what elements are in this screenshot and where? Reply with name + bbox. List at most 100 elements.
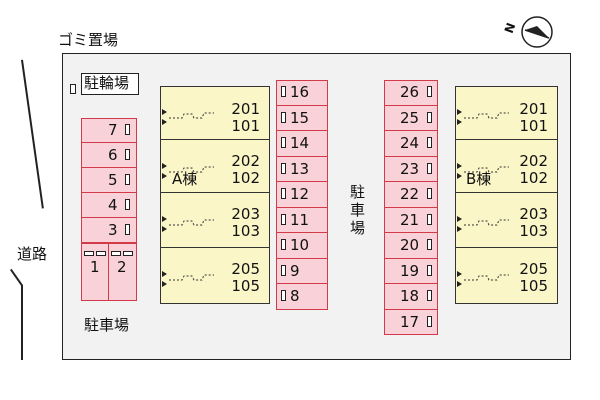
bicycle-parking-label: 駐輪場 — [84, 74, 130, 92]
north-arrow-icon — [505, 14, 555, 50]
building-a-label: A棟 — [172, 170, 198, 188]
unit-number-upper: 205 — [231, 260, 260, 278]
parking-space-13: 13 — [276, 157, 328, 183]
parking-space-number: 10 — [290, 236, 310, 255]
parking-center-char-2: 車 — [350, 201, 366, 219]
unit-number-lower: 103 — [231, 222, 260, 240]
parking-space-21: 21 — [384, 208, 438, 233]
parking-left-divider — [81, 243, 137, 244]
wheel-stop-icon — [281, 290, 286, 302]
unit-number-upper: 203 — [519, 205, 548, 223]
parking-space-4: 4 — [81, 193, 137, 218]
parking-space-number: 26 — [400, 83, 420, 101]
wheel-stop-icon — [427, 111, 432, 123]
bicycle-parking — [81, 73, 139, 95]
space-2-stop2-icon — [123, 251, 133, 256]
parking-center-char-3: 場 — [350, 219, 366, 237]
wheel-stop-icon — [427, 137, 432, 148]
wheel-stop-icon — [427, 86, 432, 97]
parking-space-15: 15 — [276, 106, 328, 132]
wheel-stop-icon — [427, 315, 432, 327]
parking-space-number: 16 — [290, 83, 310, 101]
entrance-icon — [457, 109, 509, 125]
road-line-top — [21, 59, 44, 209]
parking-left-vdivider — [108, 243, 109, 301]
parking-center-label: 駐 車 場 — [350, 185, 368, 236]
unit-number-upper: 205 — [519, 260, 548, 278]
entrance-icon — [162, 271, 214, 287]
parking-space-number: 20 — [400, 236, 420, 254]
parking-space-number: 7 — [108, 121, 118, 139]
parking-space-number: 22 — [400, 185, 420, 203]
parking-space-number: 12 — [290, 185, 310, 204]
entrance-icon — [162, 216, 214, 232]
wheel-stop-icon — [281, 239, 286, 251]
space-1-stop2-icon — [96, 251, 106, 256]
parking-space-19: 19 — [384, 259, 438, 284]
parking-space-number: 24 — [400, 134, 420, 152]
parking-space-2: 2 — [117, 258, 127, 276]
wheel-stop-icon — [427, 162, 432, 174]
wheel-stop-icon — [427, 213, 432, 225]
parking-space-7: 7 — [81, 118, 137, 143]
road-label: 道路 — [17, 245, 48, 263]
unit-number-lower: 105 — [231, 277, 260, 295]
wheel-stop-icon — [427, 239, 432, 250]
entrance-icon — [162, 109, 214, 125]
wheel-stop-icon — [427, 290, 432, 301]
parking-space-16: 16 — [276, 80, 328, 106]
road-line-kink — [10, 269, 23, 287]
parking-space-8: 8 — [276, 284, 328, 310]
building-a — [160, 86, 270, 304]
wheel-stop-icon — [125, 149, 130, 160]
unit-number-lower: 101 — [231, 117, 260, 135]
parking-space-20: 20 — [384, 233, 438, 259]
parking-space-17: 17 — [384, 310, 438, 336]
wheel-stop-icon — [125, 174, 130, 185]
parking-space-number: 23 — [400, 159, 420, 178]
parking-space-22: 22 — [384, 182, 438, 208]
parking-space-number: 21 — [400, 210, 420, 229]
unit-number-upper: 202 — [519, 152, 548, 170]
entrance-icon — [162, 163, 214, 179]
parking-space-1: 1 — [90, 258, 100, 276]
unit-number-upper: 201 — [519, 100, 548, 118]
parking-space-number: 15 — [290, 108, 310, 127]
parking-space-6: 6 — [81, 143, 137, 168]
unit-number-lower: 105 — [519, 277, 548, 295]
wheel-stop-icon — [427, 264, 432, 276]
parking-space-number: 4 — [108, 196, 118, 214]
building-b-label: B棟 — [466, 170, 492, 188]
parking-space-number: 25 — [400, 108, 420, 127]
parking-space-23: 23 — [384, 157, 438, 182]
parking-space-25: 25 — [384, 106, 438, 131]
parking-space-number: 14 — [290, 134, 310, 153]
entrance-icon — [457, 271, 509, 287]
wheel-stop-icon — [281, 86, 286, 97]
wheel-stop-icon — [281, 111, 286, 123]
wheel-stop-icon — [125, 224, 130, 235]
wheel-stop-icon — [281, 137, 286, 149]
garbage-label: ゴミ置場 — [58, 31, 119, 49]
wheel-stop-icon — [125, 124, 130, 135]
road-line-bottom — [21, 285, 23, 360]
space-2-stop-icon — [111, 251, 121, 256]
parking-space-26: 26 — [384, 80, 438, 106]
unit-number-lower: 101 — [519, 117, 548, 135]
parking-space-24: 24 — [384, 131, 438, 157]
wheel-stop-icon — [281, 188, 286, 200]
unit-number-upper: 202 — [231, 152, 260, 170]
parking-space-number: 19 — [400, 261, 420, 280]
parking-space-number: 18 — [400, 287, 420, 305]
wheel-stop-icon — [281, 264, 286, 276]
parking-space-number: 17 — [400, 312, 420, 331]
entrance-icon — [457, 163, 509, 179]
